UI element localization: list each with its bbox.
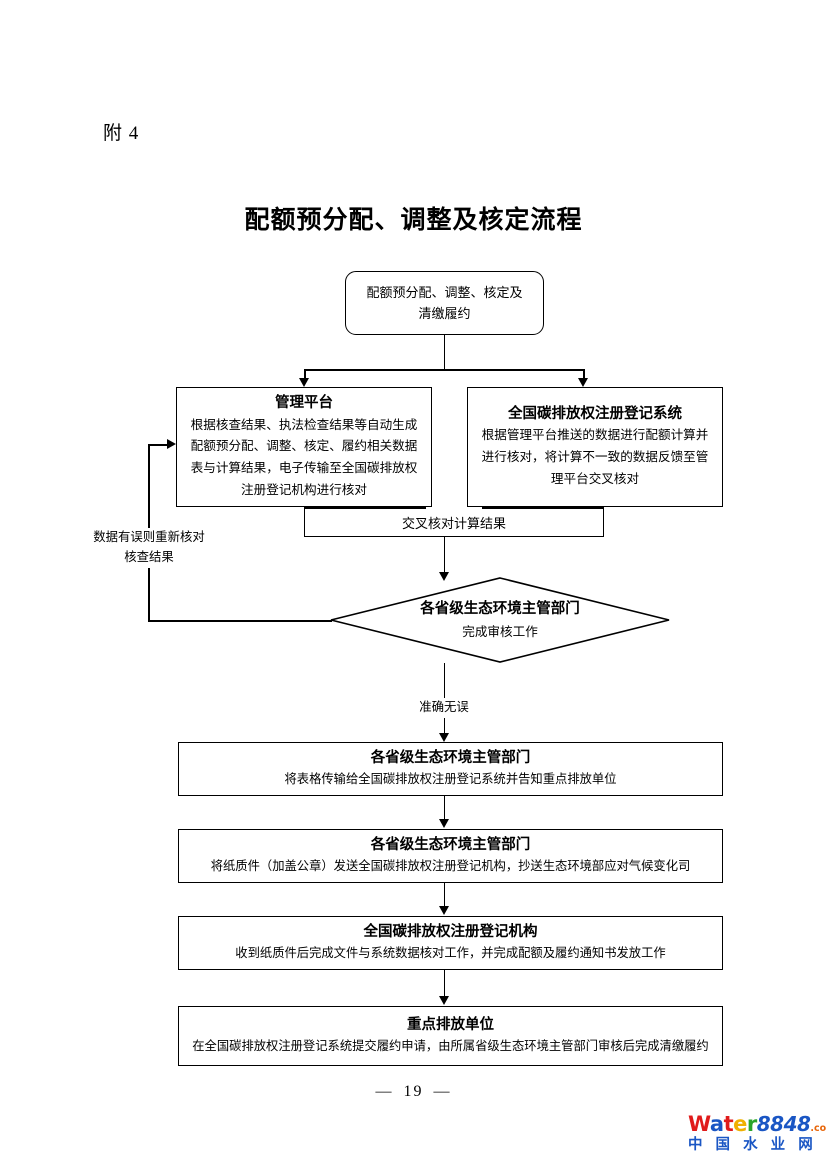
flow-node-decision-body: 完成审核工作 <box>462 624 538 639</box>
feedback-label-line2: 核查结果 <box>124 549 174 564</box>
watermark: Water8848.com 中 国 水 业 网 <box>688 1114 827 1153</box>
flow-node-registry-system-body: 根据管理平台推送的数据进行配额计算并进行核对，将计算不一致的数据反馈至管理平台交… <box>481 428 709 486</box>
watermark-letter-t: t <box>723 1112 734 1136</box>
connector-bracket-to-decision <box>443 537 446 574</box>
flow-node-step-2-body: 将纸质件（加盖公章）发送全国碳排放权注册登记机构，抄送生态环境部应对气候变化司 <box>210 859 691 874</box>
connector-step3-to-step4 <box>443 970 446 998</box>
arrow-into-step3 <box>439 906 449 915</box>
feedback-label-line1: 数据有误则重新核对 <box>93 530 205 544</box>
page-number-dash-right: — <box>433 1083 452 1100</box>
flow-node-step-1-body: 将表格传输给全国碳排放权注册登记系统并告知重点排放单位 <box>284 772 617 787</box>
flow-node-step-4-title: 重点排放单位 <box>407 1016 494 1033</box>
flow-node-decision-title: 各省级生态环境主管部门 <box>420 601 580 618</box>
flow-node-step-2-title: 各省级生态环境主管部门 <box>370 836 531 853</box>
page-title: 配额预分配、调整及核定流程 <box>244 207 583 234</box>
flow-node-management-platform-body: 根据核查结果、执法检查结果等自动生成配额预分配、调整、核定、履约相关数据表与计算… <box>190 417 418 497</box>
connector-split-right-down <box>583 369 585 381</box>
page-number-value: 19 <box>403 1083 424 1100</box>
flow-node-start-line1: 配额预分配、调整、核定及 <box>366 284 523 300</box>
watermark-tld: .com <box>810 1123 827 1134</box>
flow-node-start: 配额预分配、调整、核定及 清缴履约 <box>345 271 544 335</box>
cross-check-bracket-top-left <box>304 507 426 509</box>
connector-split-left-down <box>304 369 306 381</box>
watermark-letter-a: a <box>709 1112 724 1136</box>
connector-start-down <box>443 335 446 370</box>
flow-node-step-4-body: 在全国碳排放权注册登记系统提交履约申请，由所属省级生态环境主管部门审核后完成清缴… <box>192 1039 709 1054</box>
connector-feedback-bottom <box>148 620 332 622</box>
flow-node-management-platform: 管理平台 根据核查结果、执法检查结果等自动生成配额预分配、调整、核定、履约相关数… <box>176 387 432 507</box>
flow-node-management-platform-title: 管理平台 <box>275 394 333 411</box>
cross-check-bracket: 交叉核对计算结果 <box>304 507 604 537</box>
flow-node-step-1: 各省级生态环境主管部门 将表格传输给全国碳排放权注册登记系统并告知重点排放单位 <box>178 742 723 796</box>
arrow-into-step4 <box>439 996 449 1005</box>
connector-step1-to-step2 <box>443 796 446 821</box>
feedback-label: 数据有误则重新核对 核查结果 <box>78 528 220 568</box>
flow-node-step-1-title: 各省级生态环境主管部门 <box>370 749 531 766</box>
arrow-into-step2 <box>439 819 449 828</box>
page-number: — 19 — <box>0 1083 827 1101</box>
connector-split-bar <box>304 369 584 371</box>
flow-node-registry-system: 全国碳排放权注册登记系统 根据管理平台推送的数据进行配额计算并进行核对，将计算不… <box>467 387 723 507</box>
arrow-into-platform-box-feedback <box>167 439 176 449</box>
flow-node-start-line2: 清缴履约 <box>418 306 471 321</box>
watermark-wordmark: Water8848.com <box>688 1114 827 1135</box>
connector-step2-to-step3 <box>443 883 446 908</box>
flow-node-step-3-title: 全国碳排放权注册登记机构 <box>363 923 538 940</box>
arrow-into-platform-box <box>299 378 309 387</box>
flow-node-decision: 各省级生态环境主管部门 完成审核工作 <box>330 577 670 663</box>
cross-check-label: 交叉核对计算结果 <box>401 516 506 531</box>
watermark-subtitle: 中 国 水 业 网 <box>688 1137 817 1153</box>
cross-check-bracket-top-right <box>482 507 604 509</box>
flow-node-step-2: 各省级生态环境主管部门 将纸质件（加盖公章）发送全国碳排放权注册登记机构，抄送生… <box>178 829 723 883</box>
arrow-into-registry-box <box>578 378 588 387</box>
decision-yes-label-text: 准确无误 <box>419 700 469 714</box>
connector-feedback-top <box>148 444 169 446</box>
watermark-letter-e: e <box>733 1112 747 1136</box>
attachment-label: 附 4 <box>103 123 140 144</box>
flow-node-step-3: 全国碳排放权注册登记机构 收到纸质件后完成文件与系统数据核对工作，并完成配额及履… <box>178 916 723 970</box>
arrow-into-decision <box>439 572 449 581</box>
watermark-letter-r: r <box>746 1112 757 1136</box>
decision-yes-label: 准确无误 <box>404 698 484 718</box>
page-number-dash-left: — <box>375 1083 394 1100</box>
flow-node-registry-system-title: 全国碳排放权注册登记系统 <box>508 405 682 422</box>
watermark-number: 8848 <box>756 1112 811 1136</box>
diamond-shape <box>330 577 670 663</box>
flow-node-step-3-body: 收到纸质件后完成文件与系统数据核对工作，并完成配额及履约通知书发放工作 <box>235 946 666 961</box>
flow-node-step-4: 重点排放单位 在全国碳排放权注册登记系统提交履约申请，由所属省级生态环境主管部门… <box>178 1006 723 1066</box>
watermark-letter-w: W <box>688 1112 710 1136</box>
arrow-into-step1 <box>439 733 449 742</box>
